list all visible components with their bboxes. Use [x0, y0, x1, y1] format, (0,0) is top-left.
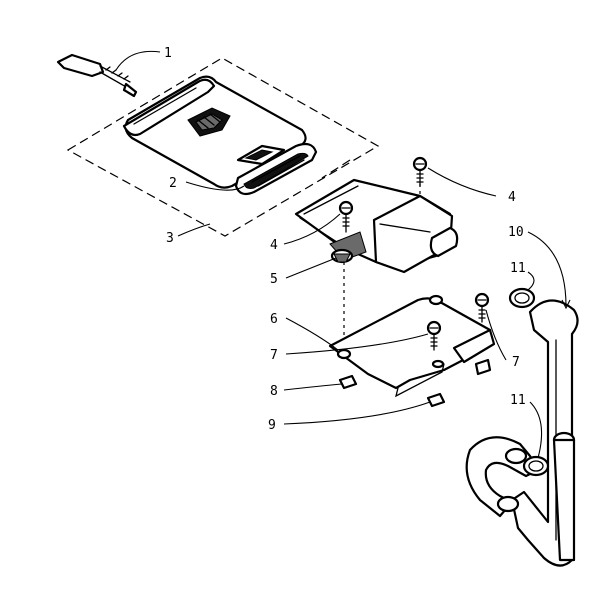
callout-5: 5	[270, 272, 278, 287]
clip-nut-far-right	[474, 358, 492, 376]
leader-11-upper	[527, 271, 535, 291]
callout-7-right: 7	[512, 355, 520, 370]
leader-6	[285, 317, 339, 351]
assembly-outline	[66, 57, 380, 237]
container-lid	[234, 142, 318, 196]
screw-bracket-left	[426, 320, 442, 351]
callout-2: 2	[169, 176, 177, 191]
leader-2	[185, 181, 245, 191]
callout-1: 1	[164, 46, 172, 61]
screw-bracket-right	[474, 292, 490, 323]
callout-7-left: 7	[270, 348, 278, 363]
leader-10	[527, 231, 567, 307]
leader-11-lower	[529, 401, 543, 459]
leader-4-upper	[427, 167, 497, 197]
spring-clip	[330, 248, 354, 264]
leader-4-lower	[283, 213, 341, 245]
screw-upper	[412, 156, 428, 187]
leader-10-arrow	[561, 299, 571, 310]
callout-11-upper: 11	[510, 261, 526, 276]
hose-clamp-upper	[508, 287, 536, 309]
callout-9: 9	[268, 418, 276, 433]
assembly-dash-link	[321, 159, 351, 179]
fill-hose	[465, 299, 579, 567]
callout-8: 8	[270, 384, 278, 399]
leader-7-left	[285, 333, 429, 355]
mounting-bracket	[328, 294, 496, 398]
clip-nut-left	[338, 374, 358, 390]
clip-nut-right	[426, 392, 446, 408]
hose-clamp-lower	[522, 455, 550, 477]
callout-11-lower: 11	[510, 393, 526, 408]
callout-10: 10	[508, 225, 524, 240]
callout-6: 6	[270, 312, 278, 327]
callout-3: 3	[166, 231, 174, 246]
fill-funnel	[294, 178, 459, 274]
leader-5	[285, 257, 337, 279]
leader-8	[283, 383, 343, 391]
leader-9	[283, 401, 431, 425]
callout-4-lower: 4	[270, 238, 278, 253]
detergent-container	[122, 75, 307, 189]
callout-4-upper: 4	[508, 190, 516, 205]
leader-1	[115, 50, 161, 71]
leader-3	[177, 223, 211, 237]
leader-7-right	[485, 309, 507, 361]
handle-knob	[56, 53, 138, 98]
screw-funnel	[338, 200, 354, 233]
